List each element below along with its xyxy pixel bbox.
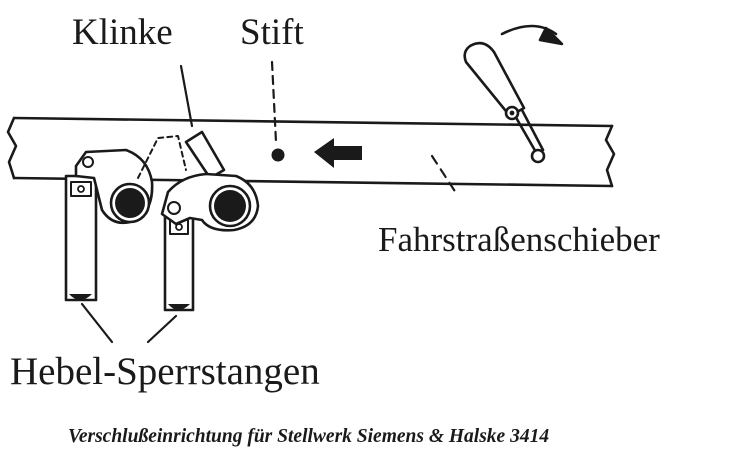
locking-rod-right xyxy=(163,212,195,312)
arrow-left-icon xyxy=(314,138,362,168)
label-fahrstrassenschieber: Fahrstraßenschieber xyxy=(378,220,660,259)
leader-klinke xyxy=(179,64,194,128)
pin xyxy=(271,148,285,162)
leader-sperrstange-right xyxy=(146,314,178,344)
label-stift: Stift xyxy=(240,12,304,53)
leader-lines xyxy=(80,60,460,344)
leader-stift xyxy=(270,60,278,144)
roller-assembly-left xyxy=(74,148,154,225)
leader-schieber xyxy=(430,154,460,198)
label-klinke: Klinke xyxy=(72,12,173,53)
pawl xyxy=(184,130,226,180)
pawl-dashed-position xyxy=(137,135,187,179)
curved-arrow-icon xyxy=(500,24,564,46)
hand-lever xyxy=(463,41,546,164)
label-hebel-sperrstangen: Hebel-Sperrstangen xyxy=(10,350,320,393)
leader-sperrstange-left xyxy=(80,302,114,344)
figure-caption: Verschlußeinrichtung für Stellwerk Sieme… xyxy=(68,426,550,447)
locking-rod-left xyxy=(64,174,98,302)
roller-assembly-right xyxy=(160,172,260,232)
